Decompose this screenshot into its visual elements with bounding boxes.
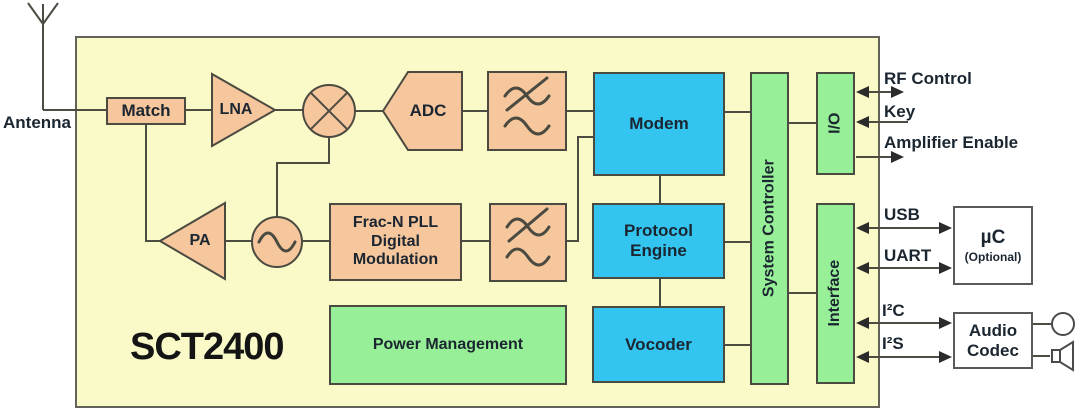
wire-filter-modem-tx xyxy=(565,136,594,242)
i2c-arrow xyxy=(856,317,952,329)
mcu-subtitle: (Optional) xyxy=(964,249,1022,264)
filter-icon xyxy=(503,76,551,136)
lna-label: LNA xyxy=(219,101,253,118)
rf-control-arrow xyxy=(856,86,904,98)
interface-label: Interface xyxy=(826,260,844,327)
protocol-engine-block: Protocol Engine xyxy=(592,203,725,279)
power-management-block: Power Management xyxy=(329,305,567,385)
usb-label: USB xyxy=(884,205,920,224)
system-controller-label: System Controller xyxy=(760,159,778,298)
pa-label: PA xyxy=(189,232,211,249)
tx-filter-box xyxy=(489,203,567,282)
modem-block: Modem xyxy=(593,72,725,176)
adc-label: ADC xyxy=(409,101,447,120)
frac-n-pll-label: Frac-N PLL Digital Modulation xyxy=(352,214,439,269)
rf-control-label: RF Control xyxy=(884,69,972,88)
mcu-title: µC xyxy=(980,226,1006,248)
protocol-engine-label: Protocol Engine xyxy=(624,221,693,260)
antenna-icon xyxy=(27,2,59,110)
uart-arrow xyxy=(856,262,952,274)
power-management-label: Power Management xyxy=(372,335,524,353)
rx-filter-box xyxy=(487,71,567,151)
wire-match-pa xyxy=(145,123,161,242)
modem-label: Modem xyxy=(629,114,689,134)
audio-codec-label: Audio Codec xyxy=(967,320,1019,360)
amplifier-enable-arrow xyxy=(856,151,904,163)
audio-codec-box: Audio Codec xyxy=(953,312,1033,369)
wire-mixer-oscillator xyxy=(276,136,330,218)
usb-arrow xyxy=(856,222,952,234)
io-label: I/O xyxy=(826,112,844,135)
vocoder-block: Vocoder xyxy=(592,306,725,383)
match-label: Match xyxy=(121,101,171,121)
frac-n-pll-block: Frac-N PLL Digital Modulation xyxy=(329,203,462,281)
i2s-arrow xyxy=(856,351,952,363)
interface-block: Interface xyxy=(816,203,855,384)
vocoder-label: Vocoder xyxy=(625,334,692,354)
chip-name: SCT2400 xyxy=(130,326,285,368)
system-controller-block: System Controller xyxy=(750,72,789,385)
io-block: I/O xyxy=(816,72,855,175)
amplifier-enable-label: Amplifier Enable xyxy=(884,133,1019,152)
uart-label: UART xyxy=(884,246,932,265)
filter-icon xyxy=(505,207,551,267)
adc-shape xyxy=(381,71,463,151)
pa-amplifier-shape xyxy=(158,201,226,281)
mixer-cross xyxy=(309,91,349,131)
key-label: Key xyxy=(884,102,916,121)
speaker-icon xyxy=(1051,340,1074,372)
antenna-label: Antenna xyxy=(3,113,71,132)
mcu-box: µC (Optional) xyxy=(953,206,1033,285)
i2s-label: I²S xyxy=(882,334,904,353)
lna-amplifier-shape xyxy=(211,72,278,148)
match-block: Match xyxy=(106,97,186,125)
i2c-label: I²C xyxy=(882,301,905,320)
key-arrow xyxy=(856,116,908,128)
oscillator-sine xyxy=(257,231,297,253)
earpiece-icon xyxy=(1051,312,1075,336)
